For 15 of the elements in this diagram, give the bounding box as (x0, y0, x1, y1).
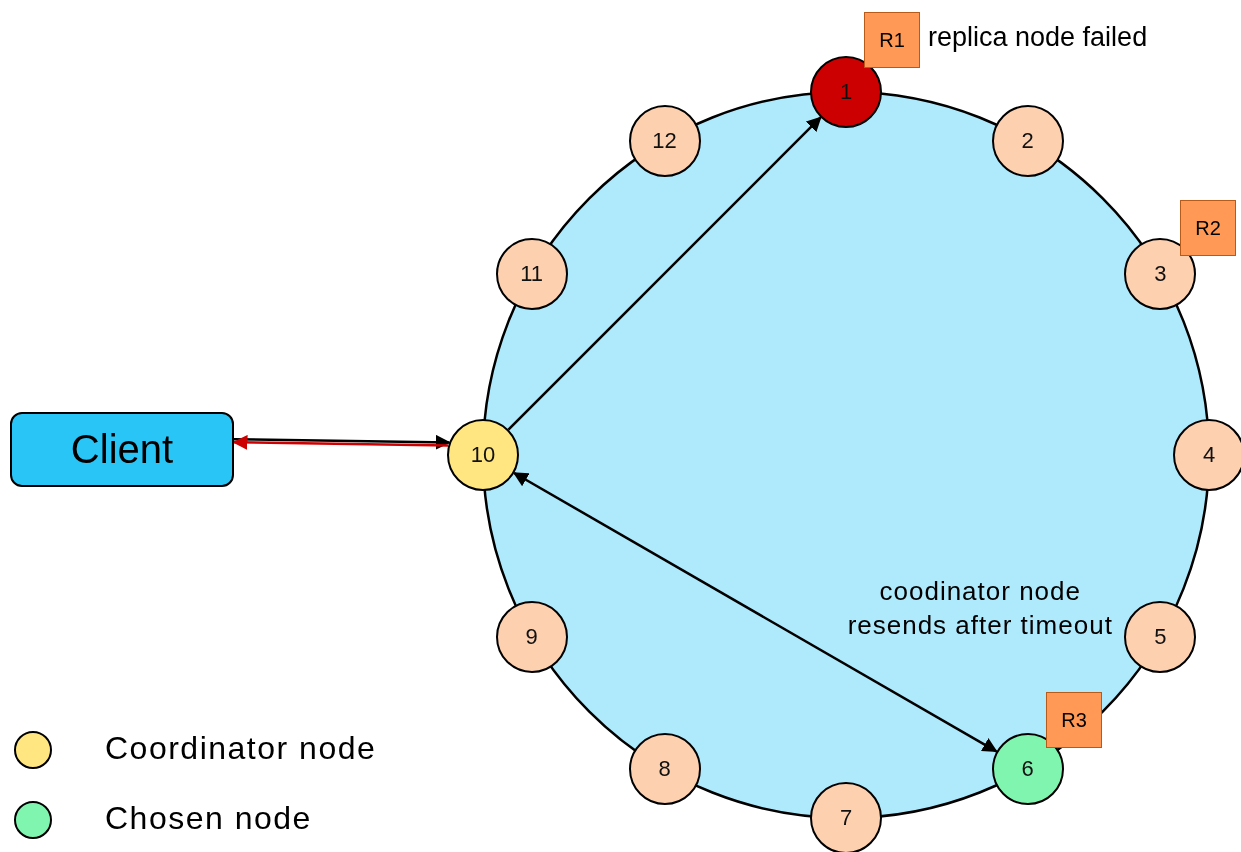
replica-tag: R3 (1046, 692, 1102, 748)
ring-node: 2 (991, 104, 1064, 177)
replica-tag: R2 (1180, 200, 1236, 256)
arrow (507, 116, 822, 431)
arrow (512, 471, 998, 753)
client-box: Client (10, 412, 234, 487)
legend-text: Chosen node (105, 800, 312, 837)
ring-node: 9 (495, 600, 568, 673)
ring-node: 12 (628, 104, 701, 177)
ring-node: 10 (447, 419, 519, 491)
annotation-text: replica node failed (928, 22, 1148, 53)
ring-node: 11 (495, 237, 568, 310)
ring-node: 8 (628, 733, 701, 806)
replica-tag: R1 (864, 12, 920, 68)
legend-text: Coordinator node (105, 730, 377, 767)
